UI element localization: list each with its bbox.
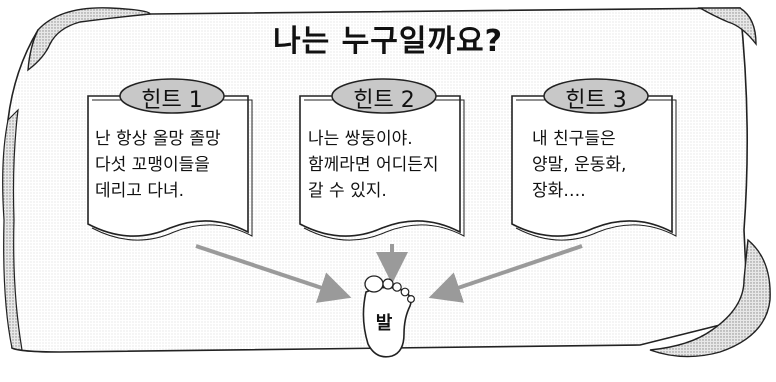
hint-3-line: 양말, 운동화, — [532, 155, 627, 175]
hint-3-line: 장화…. — [532, 181, 586, 201]
hint-pill-3 — [543, 78, 649, 114]
hint-2-line: 갈 수 있지. — [308, 181, 387, 201]
hint-1-line: 다섯 꼬맹이들을 — [95, 155, 210, 175]
hint-3-text: 내 친구들은 양말, 운동화, 장화…. — [532, 126, 697, 204]
bottom-right-curl — [649, 238, 771, 358]
hint-pill-2 — [331, 78, 437, 114]
hint-3-line: 내 친구들은 — [532, 129, 616, 149]
hint-note-1 — [87, 78, 253, 241]
hint-pill-1 — [119, 78, 225, 114]
hint-2-line: 함께라면 어디든지 — [308, 155, 439, 175]
hint-1-text: 난 항상 올망 졸망 다섯 꼬맹이들을 데리고 다녀. — [95, 126, 260, 204]
answer-label: 발 — [375, 313, 393, 334]
top-left-curl — [27, 7, 151, 72]
left-roll — [2, 108, 23, 351]
hint-1-label: 힌트 1 — [141, 88, 203, 113]
arrow-icon — [195, 244, 583, 303]
hint-2-line: 나는 쌍둥이야. — [308, 129, 413, 149]
hint-1-line: 데리고 다녀. — [95, 181, 185, 201]
top-right-fold — [697, 7, 757, 47]
hint-1-line: 난 항상 올망 졸망 — [95, 129, 221, 149]
hint-note-3 — [511, 78, 677, 241]
hint-note-2 — [299, 78, 465, 241]
footprint-icon — [362, 275, 416, 358]
hint-2-text: 나는 쌍둥이야. 함께라면 어디든지 갈 수 있지. — [308, 126, 473, 204]
hint-2-label: 힌트 2 — [353, 88, 415, 113]
page-title: 나는 누구일까요? — [272, 24, 504, 59]
hint-3-label: 힌트 3 — [565, 88, 627, 113]
arrow-left — [195, 244, 352, 303]
arrow-right — [428, 244, 583, 303]
